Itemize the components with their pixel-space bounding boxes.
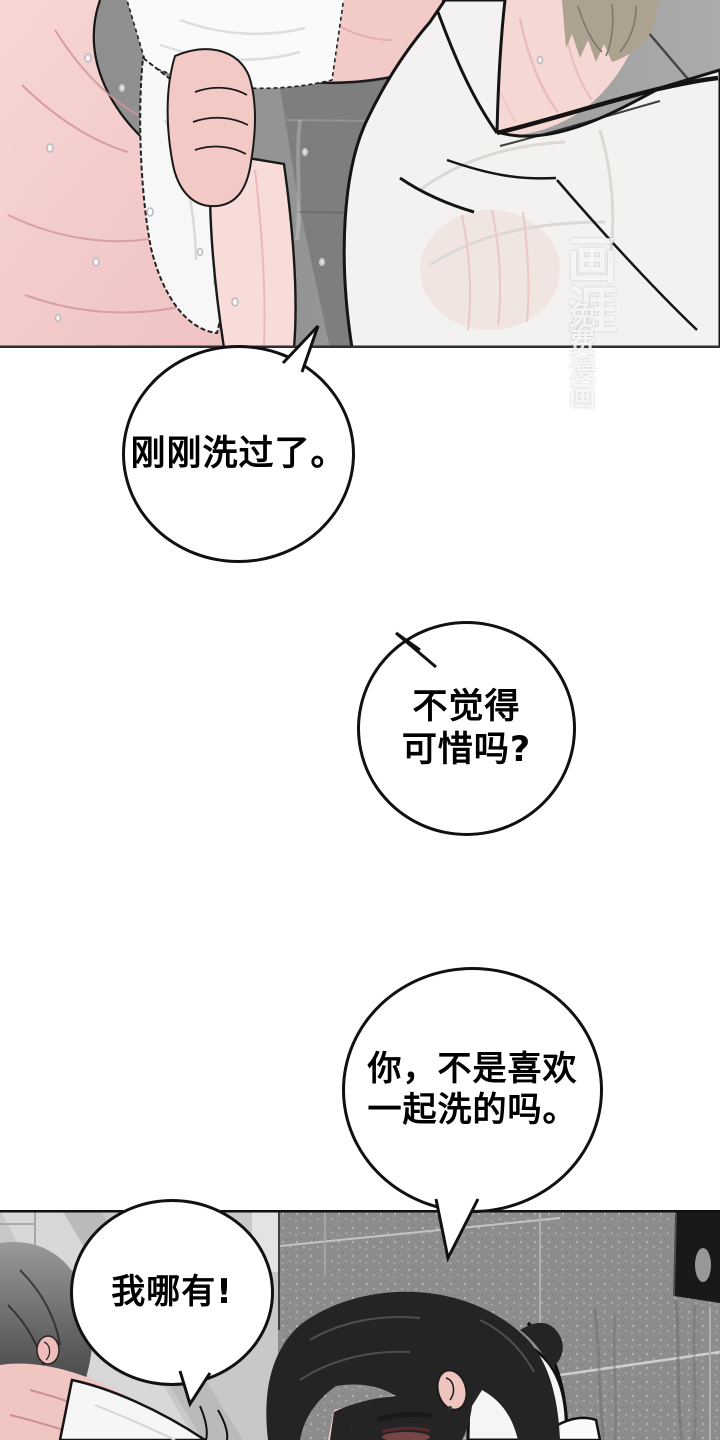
black-hair	[266, 1291, 560, 1440]
gripping-hand	[166, 48, 256, 208]
panel-top	[0, 0, 720, 348]
panel-bottom-border	[0, 1210, 720, 1213]
dark-haired-man	[266, 1291, 602, 1440]
eyebrow	[377, 1411, 434, 1423]
ear	[436, 1369, 468, 1411]
watermark-logo: 画涯	[567, 232, 625, 340]
panel-top-artwork	[0, 0, 720, 348]
panel-top-border	[0, 345, 720, 348]
speech-bubble-3: 你，不是喜欢 一起洗的吗。	[342, 967, 603, 1213]
shower-bracket	[673, 1210, 720, 1303]
speech-text-2: 不觉得 可惜吗?	[401, 686, 532, 770]
water-droplets	[46, 53, 544, 323]
speech-bubble-2: 不觉得 可惜吗?	[357, 621, 576, 836]
speech-text-3: 你，不是喜欢 一起洗的吗。	[367, 1048, 578, 1130]
white-shirt	[342, 0, 720, 348]
watermark-subtitle: 免费漫画	[569, 301, 598, 413]
left-person	[0, 1242, 229, 1440]
speech-bubble-4: 我哪有!	[70, 1199, 274, 1386]
eye	[381, 1426, 431, 1434]
earring	[448, 1406, 452, 1410]
wet-tan-hair	[562, 0, 658, 62]
speech-bubble-1: 刚刚洗过了。	[122, 345, 355, 563]
speech-text-1: 刚刚洗过了。	[130, 433, 347, 474]
speech-text-4: 我哪有!	[111, 1271, 233, 1312]
